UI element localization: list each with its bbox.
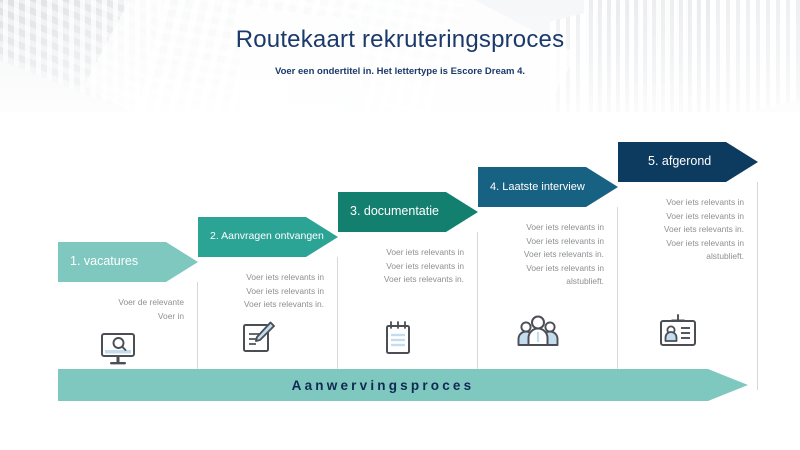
process-step-4[interactable]: 4. Laatste interview Voer iets relevants… [478,167,618,390]
step-1-desc-line: Voer de relevante [118,297,184,307]
step-2-icon-wrap [188,319,328,357]
step-2-description: Voer iets relevants in Voer iets relevan… [198,271,337,312]
step-5-chevron[interactable]: 5. afgerond [618,142,758,182]
slide-header: Routekaart rekruteringsproces Voer een o… [0,0,800,112]
step-5-desc-line: Voer iets relevants in [666,197,744,207]
step-2-label: 2. Aanvragen ontvangen [210,230,324,243]
step-5-desc-line: Voer iets relevants in [666,210,744,221]
step-4-desc-line: alstublieft. [566,276,604,287]
step-4-body: Voer iets relevants in Voer iets relevan… [478,207,618,390]
id-badge-icon [660,314,696,346]
step-4-description: Voer iets relevants in Voer iets relevan… [478,221,617,289]
step-1-label: 1. vacatures [70,254,139,269]
step-3-icon-wrap [328,319,468,357]
step-3-description: Voer iets relevants in Voer iets relevan… [338,246,477,287]
step-4-label: 4. Laatste interview [490,180,585,193]
step-4-desc-line: Voer iets relevants in [526,262,604,273]
step-5-body: Voer iets relevants in Voer iets relevan… [618,182,758,390]
notepad-icon [386,321,410,354]
step-4-icon-wrap [468,314,608,348]
step-3-body: Voer iets relevants in Voer iets relevan… [338,232,478,390]
process-banner-label: Aanwervingsproces [291,377,475,393]
step-4-chevron[interactable]: 4. Laatste interview [478,167,618,207]
page-subtitle: Voer een ondertitel in. Het lettertype i… [274,66,526,77]
step-2-body: Voer iets relevants in Voer iets relevan… [198,257,338,390]
step-1-icon-wrap [48,332,188,368]
step-5-icon-wrap [608,314,748,348]
header-white-overlay [0,0,800,112]
step-5-desc-line: Voer iets relevants in [666,237,744,248]
step-5-label: 5. afgerond [648,154,712,169]
step-1-description: Voer de relevante Voer in [58,296,197,323]
step-3-desc-line: Voer iets relevants in [386,260,464,271]
step-4-desc-line: Voer iets relevants in. [523,249,604,260]
step-3-desc-line: Voer iets relevants in [386,247,464,257]
step-5-desc-line: alstublieft. [706,251,744,262]
step-3-desc-line: Voer iets relevants in. [383,274,464,285]
process-banner[interactable]: Aanwervingsproces [58,369,748,401]
process-steps: 1. vacatures Voer de relevante Voer in [0,112,800,450]
monitor-search-icon [101,333,135,365]
document-pencil-icon [243,321,275,352]
step-5-desc-line: Voer iets relevants in. [663,224,744,235]
step-2-chevron[interactable]: 2. Aanvragen ontvangen [198,217,338,257]
step-5-description: Voer iets relevants in Voer iets relevan… [618,196,757,264]
step-2-desc-line: Voer iets relevants in [246,272,324,282]
step-3-label: 3. documentatie [350,204,439,219]
process-step-1[interactable]: 1. vacatures Voer de relevante Voer in [58,242,198,390]
step-1-desc-line: Voer in [157,310,184,321]
people-group-icon [517,315,559,346]
page-title: Routekaart rekruteringsproces [235,26,565,53]
step-3-chevron[interactable]: 3. documentatie [338,192,478,232]
process-step-3[interactable]: 3. documentatie Voer iets relevants in V… [338,192,478,390]
header-background-photo [0,0,800,112]
step-1-body: Voer de relevante Voer in [58,282,198,390]
step-2-desc-line: Voer iets relevants in [246,285,324,296]
step-4-desc-line: Voer iets relevants in [526,222,604,232]
process-step-5[interactable]: 5. afgerond Voer iets relevants in Voer … [618,142,758,390]
step-2-desc-line: Voer iets relevants in. [243,299,324,310]
process-step-2[interactable]: 2. Aanvragen ontvangen Voer iets relevan… [198,217,338,390]
step-4-desc-line: Voer iets relevants in [526,235,604,246]
step-1-chevron[interactable]: 1. vacatures [58,242,198,282]
